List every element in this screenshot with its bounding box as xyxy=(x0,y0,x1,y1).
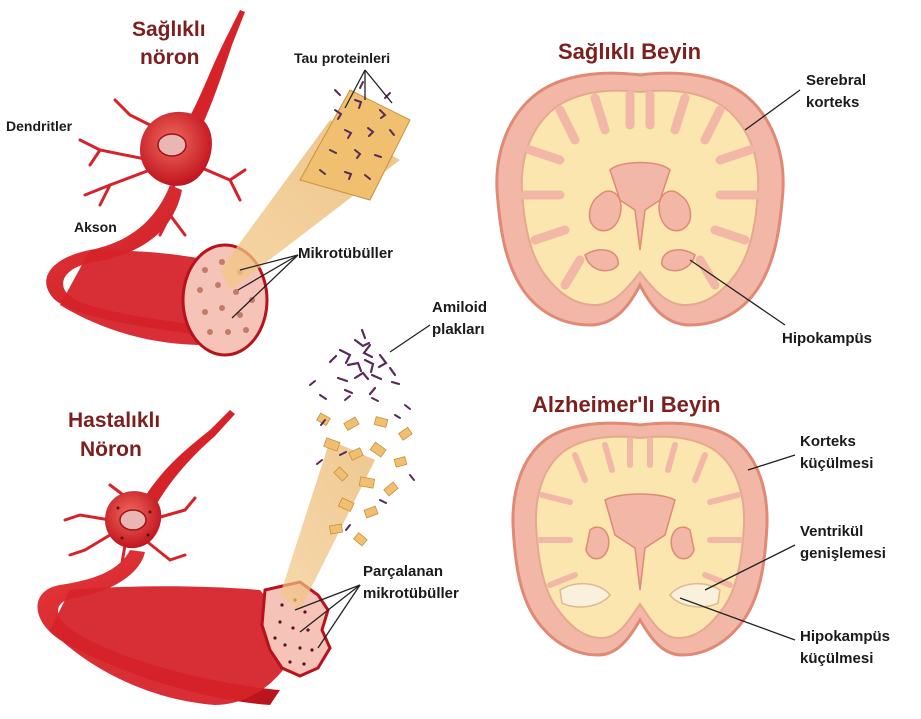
amyloid-label-line1: Amiloid xyxy=(432,298,487,317)
cerebral-cortex-label-line2: korteks xyxy=(806,93,859,112)
dendrites-label: Dendritler xyxy=(6,117,72,136)
ventricle-label-line1: Ventrikül xyxy=(800,522,863,541)
cortex-shrink-label-line2: küçülmesi xyxy=(800,454,873,473)
axon-label: Akson xyxy=(74,218,117,237)
healthy-brain-title: Sağlıklı Beyin xyxy=(558,38,701,65)
diseased-neuron-title-line1: Hastalıklı xyxy=(68,408,160,434)
tau-label: Tau proteinleri xyxy=(294,49,390,68)
ventricle-label-line2: genişlemesi xyxy=(800,544,886,563)
hippocampus-shrink-label-line2: küçülmesi xyxy=(800,649,873,668)
broken-microtubules-label-line2: mikrotübüller xyxy=(363,584,459,603)
cerebral-cortex-label-line1: Serebral xyxy=(806,71,866,90)
diseased-neuron xyxy=(38,330,415,705)
hippocampus-label: Hipokampüs xyxy=(782,329,872,348)
amyloid-plaque xyxy=(330,330,399,394)
healthy-neuron-title-line2: nöron xyxy=(140,45,199,71)
cortex-shrink-label-line1: Korteks xyxy=(800,432,856,451)
amyloid-label-line2: plakları xyxy=(432,320,485,339)
microtubules-label: Mikrotübüller xyxy=(298,244,393,263)
diseased-neuron-title-line2: Nöron xyxy=(80,437,142,463)
healthy-brain xyxy=(497,73,783,325)
hippocampus-shrink-label-line1: Hipokampüs xyxy=(800,627,890,646)
alzheimer-brain-title: Alzheimer'lı Beyin xyxy=(532,391,721,418)
broken-microtubules-label-line1: Parçalanan xyxy=(363,562,443,581)
healthy-neuron-title-line1: Sağlıklı xyxy=(132,17,206,43)
amyloid-pointer-line xyxy=(390,325,430,352)
alzheimer-brain xyxy=(513,423,767,655)
